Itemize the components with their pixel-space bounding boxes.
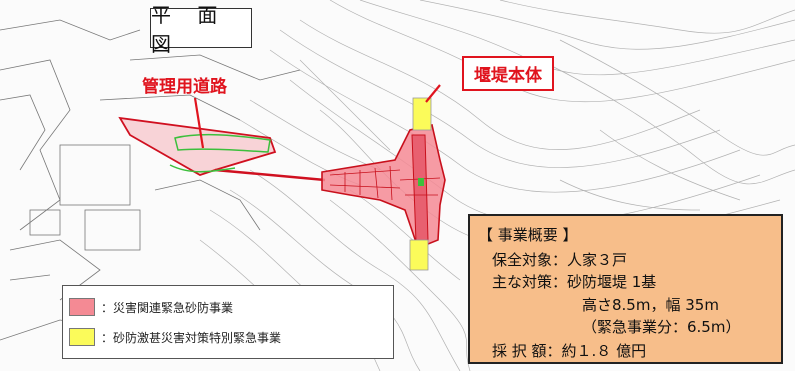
callout-pointers [193, 84, 441, 149]
dam-label: 堰堤本体 [462, 56, 554, 91]
project-summary: 【 事業概要 】 保全対象：人家３戸 主な対策：砂防堰堤 1基 高さ8.5m，幅… [468, 214, 783, 364]
legend-label-red: ：災害関連緊急砂防事業 [101, 300, 234, 315]
plan-lines [0, 19, 301, 341]
summary-protection: 保全対象：人家３戸 [492, 251, 628, 269]
map-title: 平 面 図 [150, 3, 252, 56]
summary-heading: 【 事業概要 】 [478, 226, 578, 244]
road-label: 管理用道路 [142, 77, 227, 97]
summary-amount: 採 択 額：約１.８ 億円 [492, 342, 647, 360]
summary-dimensions: 高さ8.5m，幅 35m [582, 296, 719, 314]
legend-item-red: ：災害関連緊急砂防事業 [69, 298, 233, 316]
legend-swatch-red [69, 298, 95, 316]
legend-item-yellow: ：砂防激甚災害対策特別緊急事業 [69, 328, 281, 346]
legend: ：災害関連緊急砂防事業 ：砂防激甚災害対策特別緊急事業 [62, 285, 394, 359]
management-road [118, 116, 326, 182]
legend-swatch-yellow [69, 328, 95, 346]
dam-yellow-area [409, 97, 432, 271]
summary-measures: 主な対策：砂防堰堤 1基 [492, 273, 657, 291]
legend-label-yellow: ：砂防激甚災害対策特別緊急事業 [101, 330, 282, 345]
summary-emergency: （緊急事業分：6.5m） [582, 318, 741, 336]
